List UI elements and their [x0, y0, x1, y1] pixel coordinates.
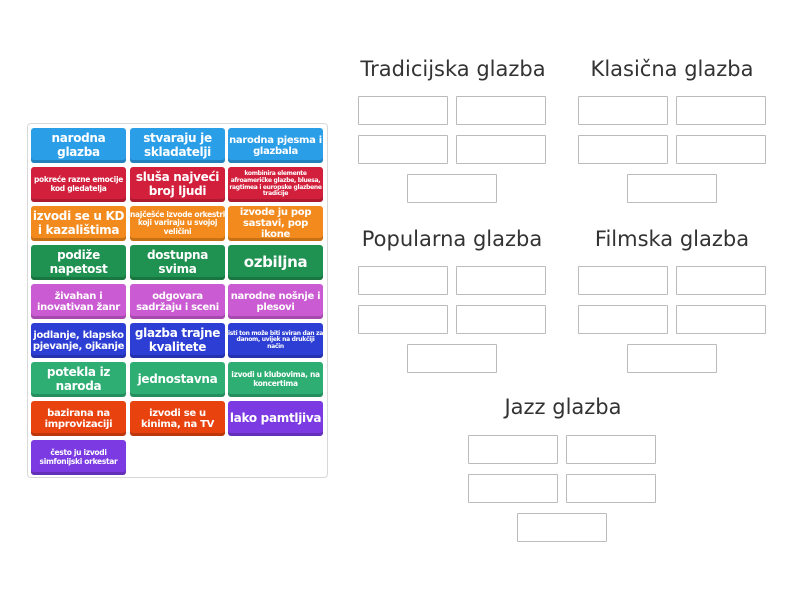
drop-slot[interactable] [358, 96, 448, 125]
draggable-tile[interactable]: isti ton može biti sviran dan za danom, … [228, 323, 323, 358]
draggable-tile[interactable]: stvaraju je skladatelji [130, 128, 225, 163]
draggable-tile[interactable]: dostupna svima [130, 245, 225, 280]
draggable-tile[interactable]: kombinira elemente afroameričke glazbe, … [228, 167, 323, 202]
group-title: Jazz glazba [504, 395, 622, 419]
drop-slot[interactable] [358, 135, 448, 164]
drop-slot[interactable] [676, 305, 766, 334]
group-title: Klasična glazba [590, 57, 754, 81]
draggable-tile[interactable]: jednostavna [130, 362, 225, 397]
draggable-tile[interactable]: ozbiljna [228, 245, 323, 280]
drop-slot[interactable] [676, 96, 766, 125]
group-title: Popularna glazba [361, 227, 543, 251]
drop-slot[interactable] [627, 344, 717, 373]
drop-slot[interactable] [358, 305, 448, 334]
group-title: Filmska glazba [594, 227, 750, 251]
draggable-tile[interactable]: glazba trajne kvalitete [130, 323, 225, 358]
draggable-tile[interactable]: najčešće izvode orkestri koji variraju u… [130, 206, 225, 241]
draggable-tile[interactable]: živahan i inovativan žanr [31, 284, 126, 319]
drop-slot[interactable] [456, 96, 546, 125]
draggable-tile[interactable]: potekla iz naroda [31, 362, 126, 397]
group-title: Tradicijska glazba [360, 57, 546, 81]
draggable-tile[interactable]: narodna pjesma i glazbala [228, 128, 323, 163]
draggable-tile[interactable]: pokreće razne emocije kod gledatelja [31, 167, 126, 202]
drop-slot[interactable] [578, 305, 668, 334]
draggable-tile[interactable]: izvodi se u KD i kazalištima [31, 206, 126, 241]
drop-slot[interactable] [566, 474, 656, 503]
draggable-tile[interactable]: izvodi u klubovima, na koncertima [228, 362, 323, 397]
draggable-tile[interactable]: sluša najveći broj ljudi [130, 167, 225, 202]
drop-slot[interactable] [407, 174, 497, 203]
drop-slot[interactable] [456, 305, 546, 334]
draggable-tile[interactable]: podiže napetost [31, 245, 126, 280]
drop-slot[interactable] [407, 344, 497, 373]
drop-slot[interactable] [627, 174, 717, 203]
drop-slot[interactable] [456, 135, 546, 164]
draggable-tile[interactable]: izvode ju pop sastavi, pop ikone [228, 206, 323, 241]
draggable-tile[interactable]: jodlanje, klapsko pjevanje, ojkanje [31, 323, 126, 358]
drop-slot[interactable] [517, 513, 607, 542]
draggable-tile[interactable]: izvodi se u kinima, na TV [130, 401, 225, 436]
draggable-tile[interactable]: bazirana na improvizaciji [31, 401, 126, 436]
draggable-tile[interactable]: narodna glazba [31, 128, 126, 163]
drop-slot[interactable] [578, 266, 668, 295]
drop-slot[interactable] [468, 435, 558, 464]
draggable-tile[interactable]: lako pamtljiva [228, 401, 323, 436]
drop-slot[interactable] [676, 266, 766, 295]
drop-slot[interactable] [578, 135, 668, 164]
drop-slot[interactable] [578, 96, 668, 125]
drop-slot[interactable] [566, 435, 656, 464]
drop-slot[interactable] [456, 266, 546, 295]
draggable-tile[interactable]: odgovara sadržaju i sceni [130, 284, 225, 319]
draggable-tile[interactable]: često ju izvodi simfonijski orkestar [31, 440, 126, 475]
drop-slot[interactable] [676, 135, 766, 164]
draggable-tile[interactable]: narodne nošnje i plesovi [228, 284, 323, 319]
drop-slot[interactable] [468, 474, 558, 503]
drop-slot[interactable] [358, 266, 448, 295]
